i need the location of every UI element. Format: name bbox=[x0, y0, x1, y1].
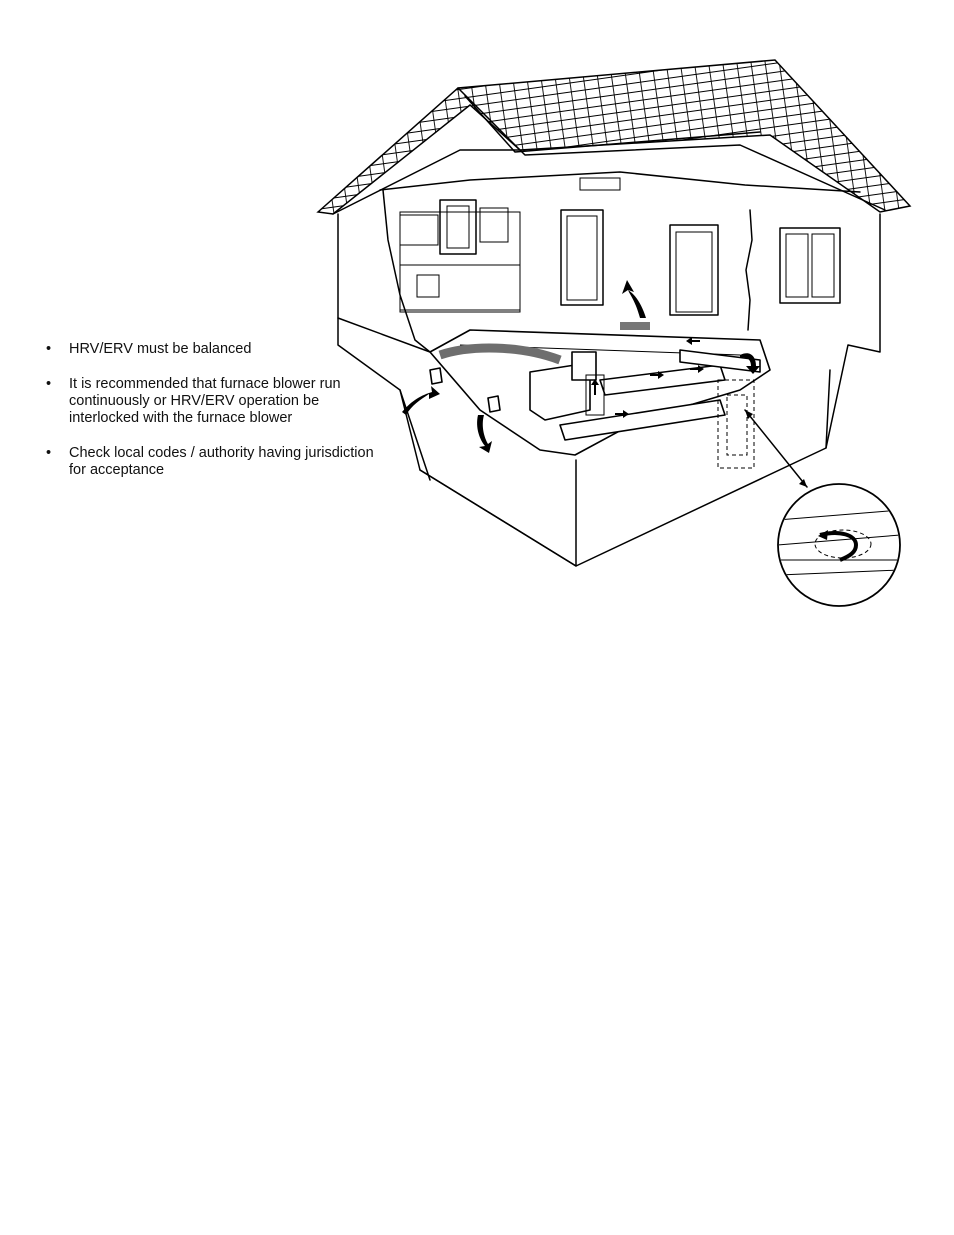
bullet: • bbox=[46, 341, 52, 357]
leader-line bbox=[744, 409, 808, 488]
house-cutaway-illustration bbox=[316, 59, 912, 567]
note-furnace-blower: • It is recommended that furnace blower r… bbox=[46, 376, 376, 427]
note-balanced: • HRV/ERV must be balanced bbox=[46, 341, 376, 358]
installation-notes: • HRV/ERV must be balanced • It is recomme… bbox=[46, 341, 376, 497]
note-text: Check local codes / authority having jur… bbox=[69, 445, 374, 478]
bullet: • bbox=[46, 445, 52, 461]
note-local-codes: • Check local codes / authority having ju… bbox=[46, 445, 376, 479]
roof bbox=[316, 59, 912, 215]
note-text: HRV/ERV must be balanced bbox=[69, 341, 252, 357]
bullet: • bbox=[46, 376, 52, 392]
note-text: It is recommended that furnace blower ru… bbox=[69, 376, 341, 426]
magnifier-detail-circle bbox=[777, 483, 901, 607]
